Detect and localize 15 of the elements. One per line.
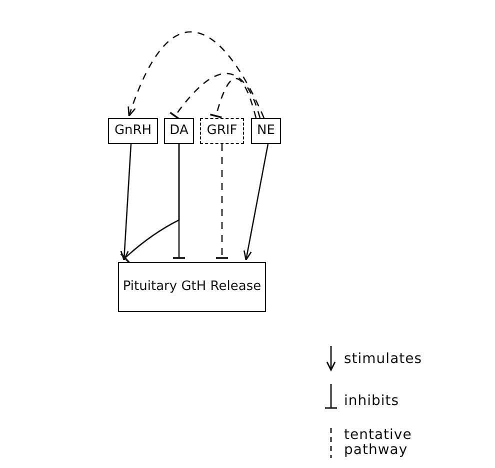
legend-label: stimulates [344, 352, 424, 368]
legend-label: tentative pathway [344, 428, 413, 459]
inhibition-line [120, 144, 180, 264]
hormone-box: DA [164, 118, 194, 144]
inhibition-line [169, 72, 261, 121]
hormone-box: GnRH [108, 118, 158, 144]
inhibition-line [209, 78, 257, 119]
arrow [243, 144, 269, 261]
arrow [120, 144, 132, 261]
pituitary-box: Pituitary GtH Release [118, 262, 266, 312]
hormone-box: NE [251, 118, 281, 144]
legend-label: inhibits [344, 394, 400, 410]
arrow [128, 32, 265, 118]
inhibition-line [215, 144, 229, 259]
hormone-box: GRIF [200, 118, 244, 144]
